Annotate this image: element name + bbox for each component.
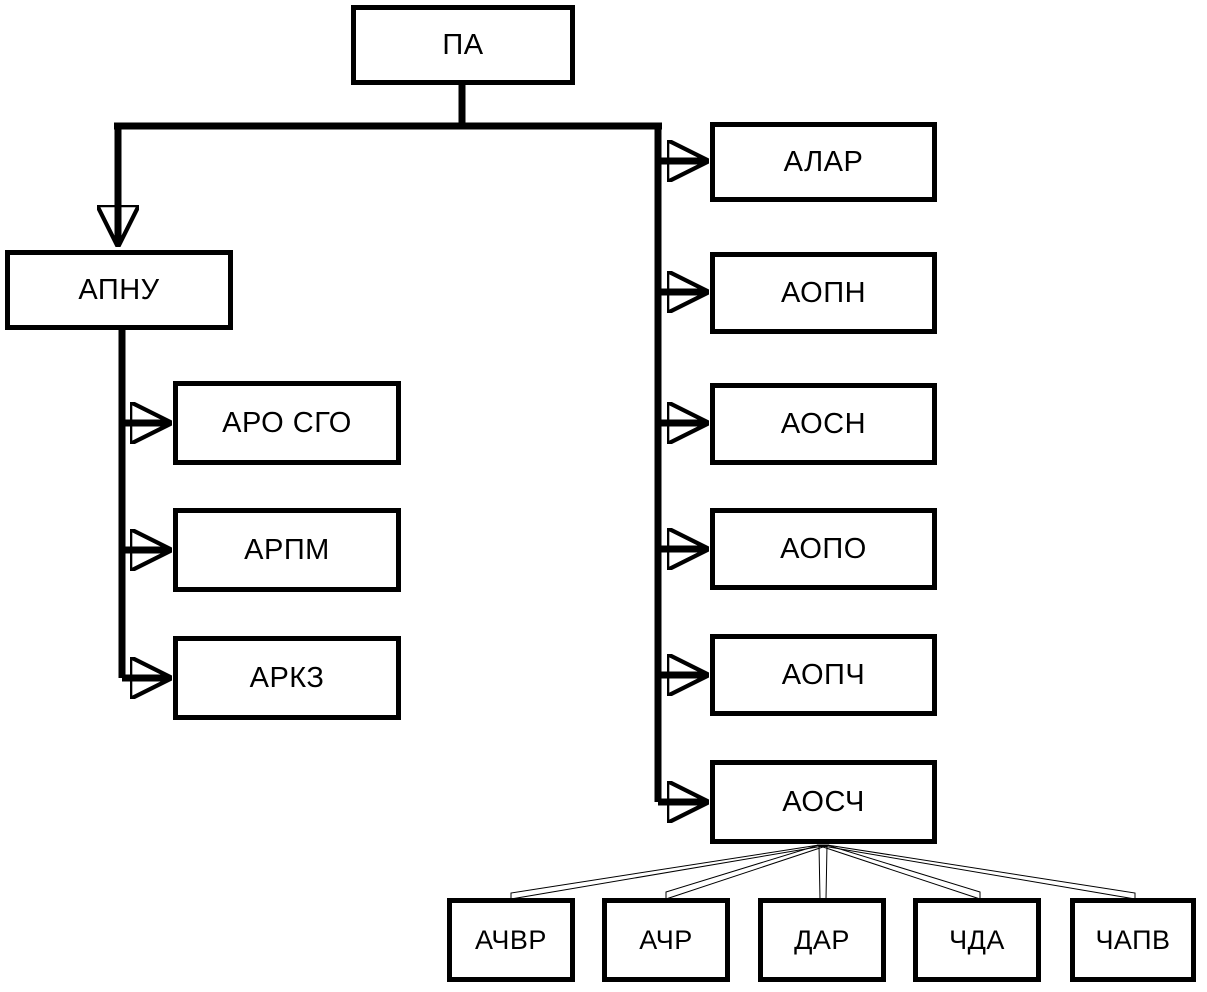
- node-achvr-label: АЧВР: [475, 924, 547, 955]
- node-pa[interactable]: ПА: [351, 5, 575, 85]
- node-chapv-label: ЧАПВ: [1095, 924, 1171, 955]
- node-pa-label: ПА: [442, 28, 484, 61]
- node-aopo[interactable]: АОПО: [710, 508, 937, 590]
- node-chda-label: ЧДА: [949, 924, 1005, 955]
- connector-aosch-to-dar: [818, 844, 828, 900]
- node-aopn[interactable]: АОПН: [710, 252, 937, 334]
- connector-aosch-to-achr: [665, 844, 830, 900]
- node-alar-label: АЛАР: [783, 145, 864, 178]
- node-chda[interactable]: ЧДА: [913, 898, 1041, 982]
- node-arkz-label: АРКЗ: [249, 661, 325, 694]
- node-aopch-label: АОПЧ: [781, 658, 866, 691]
- node-aro-sgo[interactable]: АРО СГО: [173, 381, 401, 465]
- node-dar[interactable]: ДАР: [758, 898, 886, 982]
- node-achr[interactable]: АЧР: [602, 898, 730, 982]
- node-aosn-label: АОСН: [780, 407, 867, 440]
- node-arkz[interactable]: АРКЗ: [173, 636, 401, 720]
- node-achvr[interactable]: АЧВР: [447, 898, 575, 982]
- node-dar-label: ДАР: [794, 924, 850, 955]
- node-alar[interactable]: АЛАР: [710, 122, 937, 202]
- connector-aosch-to-chda: [816, 844, 981, 900]
- node-arpm-label: АРПМ: [244, 533, 330, 566]
- node-aopn-label: АОПН: [780, 276, 867, 309]
- node-aosn[interactable]: АОСН: [710, 383, 937, 465]
- node-aopo-label: АОПО: [780, 532, 867, 565]
- node-apnu-label: АПНУ: [78, 273, 160, 306]
- node-achr-label: АЧР: [639, 924, 693, 955]
- node-aosch-label: АОСЧ: [782, 785, 865, 818]
- node-arpm[interactable]: АРПМ: [173, 508, 401, 592]
- connector-aosch-to-achvr: [510, 844, 830, 900]
- node-aro-sgo-label: АРО СГО: [222, 406, 352, 439]
- node-aosch[interactable]: АОСЧ: [710, 760, 937, 844]
- node-apnu[interactable]: АПНУ: [5, 250, 233, 330]
- node-aopch[interactable]: АОПЧ: [710, 634, 937, 716]
- node-chapv[interactable]: ЧАПВ: [1070, 898, 1196, 982]
- connector-aosch-to-chapv: [816, 844, 1136, 900]
